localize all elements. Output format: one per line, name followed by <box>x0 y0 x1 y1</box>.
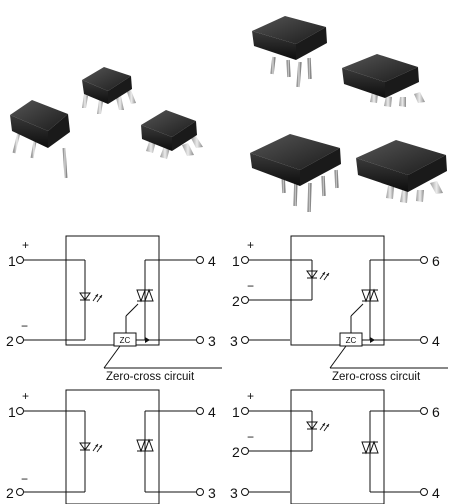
minus-sign: − <box>21 472 28 486</box>
pin-3-label: 3 <box>230 333 238 349</box>
pin-1-label: 1 <box>232 404 240 420</box>
circuit-4pin-zero-cross: ZC 1 + 2 − 4 3 Zero-cross circuit <box>6 235 222 383</box>
schematic-diagrams: ZC 1 + 2 − 4 3 Zero-cross circuit ZC <box>6 235 448 504</box>
pin-4-label: 4 <box>208 404 216 420</box>
circuit-4pin-basic: 1 + 2 − 4 3 <box>6 389 216 504</box>
pin-4-label: 4 <box>432 333 440 349</box>
minus-sign: − <box>247 279 254 293</box>
circuit-6pin-zero-cross: ZC 1 + 2 − 3 6 4 Zero-cross circuit <box>230 235 448 383</box>
zero-cross-label: Zero-cross circuit <box>332 371 421 383</box>
product-photos <box>10 16 447 213</box>
pin-6-label: 6 <box>432 253 440 269</box>
pin-2-label: 2 <box>6 333 14 349</box>
pin-4-label: 4 <box>208 253 216 269</box>
plus-sign: + <box>22 389 29 403</box>
pin-6-label: 6 <box>432 404 440 420</box>
circuit-6pin-basic: 1 + 2 − 3 6 4 <box>230 389 440 504</box>
pin-1-label: 1 <box>8 404 16 420</box>
pin-3-label: 3 <box>208 333 216 349</box>
optocoupler-6pin-smd-large-photo <box>356 140 447 203</box>
optocoupler-6pin-smd-photo <box>342 54 425 107</box>
pin-3-label: 3 <box>230 485 238 501</box>
pin-2-label: 2 <box>232 293 240 309</box>
zero-cross-label: Zero-cross circuit <box>106 371 195 383</box>
pin-3-label: 3 <box>208 485 216 501</box>
minus-sign: − <box>21 319 28 333</box>
pin-2-label: 2 <box>232 444 240 460</box>
zc-box-label: ZC <box>346 336 357 345</box>
optocoupler-4pin-smd-gullwing-photo <box>141 110 203 159</box>
pin-2-label: 2 <box>6 485 14 501</box>
optocoupler-6pin-dip-photo <box>252 16 327 88</box>
minus-sign: − <box>247 430 254 444</box>
optocoupler-6pin-dip-large-photo <box>250 134 341 213</box>
optocoupler-4pin-smd-photo <box>82 67 136 114</box>
plus-sign: + <box>22 238 29 252</box>
pin-1-label: 1 <box>8 253 16 269</box>
optocoupler-4pin-dip-photo <box>10 100 70 179</box>
plus-sign: + <box>247 389 254 403</box>
plus-sign: + <box>247 238 254 252</box>
pin-1-label: 1 <box>232 253 240 269</box>
pin-4-label: 4 <box>432 485 440 501</box>
zc-box-label: ZC <box>120 336 131 345</box>
